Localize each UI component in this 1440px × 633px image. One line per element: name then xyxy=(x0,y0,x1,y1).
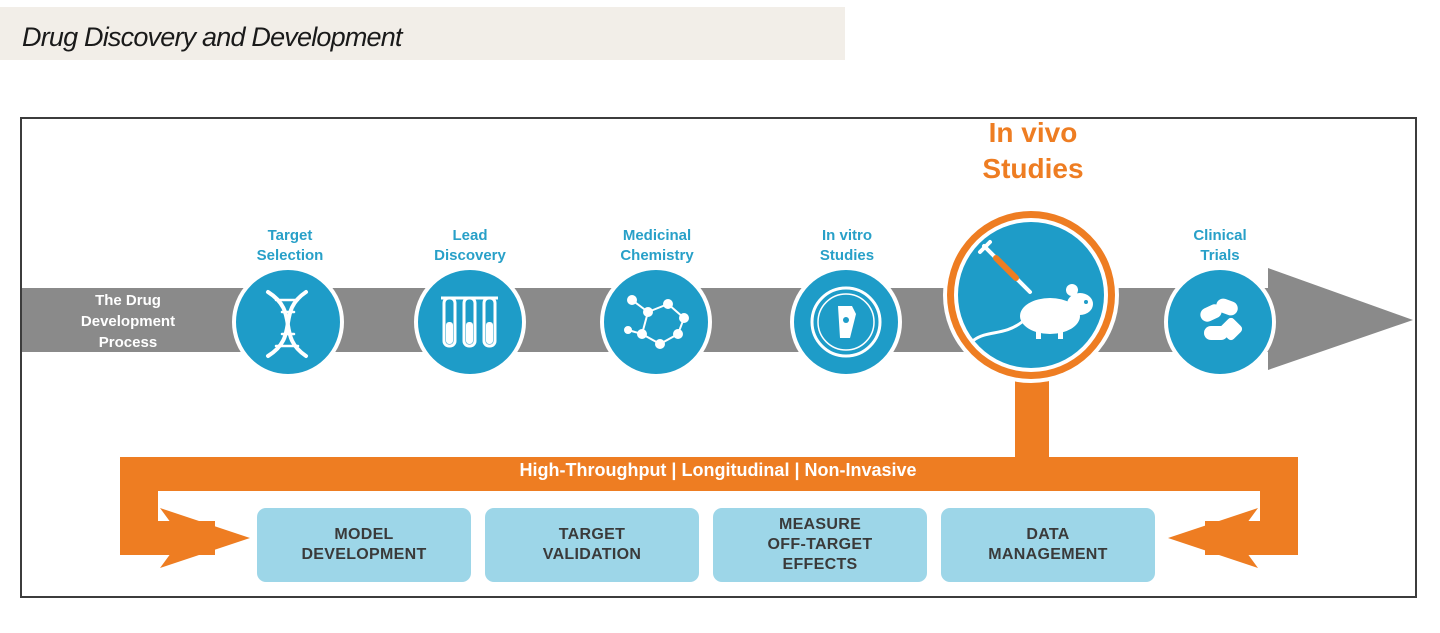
right-pipe-arrowhead xyxy=(1168,508,1258,568)
application-box-off-target-effects: MEASURE OFF-TARGET EFFECTS xyxy=(713,508,927,582)
process-label: The Drug Development Process xyxy=(80,292,176,351)
stage-label-clinical-trials: Clinical Trials xyxy=(1193,227,1247,264)
header-bar: Drug Discovery and Development xyxy=(0,7,845,60)
test-tubes-icon xyxy=(441,296,498,348)
dna-icon xyxy=(266,290,308,358)
stage-label-target-selection: Target Selection xyxy=(256,227,324,264)
stage-target-selection xyxy=(232,266,344,378)
application-box-data-management: DATA MANAGEMENT xyxy=(941,508,1155,582)
stage-clinical-trials xyxy=(1164,266,1276,378)
stage-lead-discovery xyxy=(414,266,526,378)
page-title: Drug Discovery and Development xyxy=(22,22,402,52)
application-box-model-development: MODEL DEVELOPMENT xyxy=(257,508,471,582)
mouse-syringe-icon xyxy=(972,240,1093,342)
stage-label-lead-discovery: Lead Discovery xyxy=(434,227,506,264)
stage-label-medicinal-chemistry: Medicinal Chemistry xyxy=(620,227,694,264)
stage-in-vivo-studies xyxy=(943,207,1119,383)
stage-label-in-vitro-studies: In vitro Studies xyxy=(819,227,875,264)
stage-label-in-vivo-studies: In vivo Studies xyxy=(982,117,1084,184)
stage-in-vitro-studies xyxy=(790,266,902,378)
stage-medicinal-chemistry xyxy=(600,266,712,378)
application-box-target-validation: TARGET VALIDATION xyxy=(485,508,699,582)
left-pipe-arrowhead xyxy=(160,508,250,568)
pills-icon xyxy=(1200,298,1243,341)
invivo-features-label: High-Throughput | Longitudinal | Non-Inv… xyxy=(519,460,917,480)
molecules-icon xyxy=(624,295,689,349)
petri-dish-icon xyxy=(810,286,882,358)
